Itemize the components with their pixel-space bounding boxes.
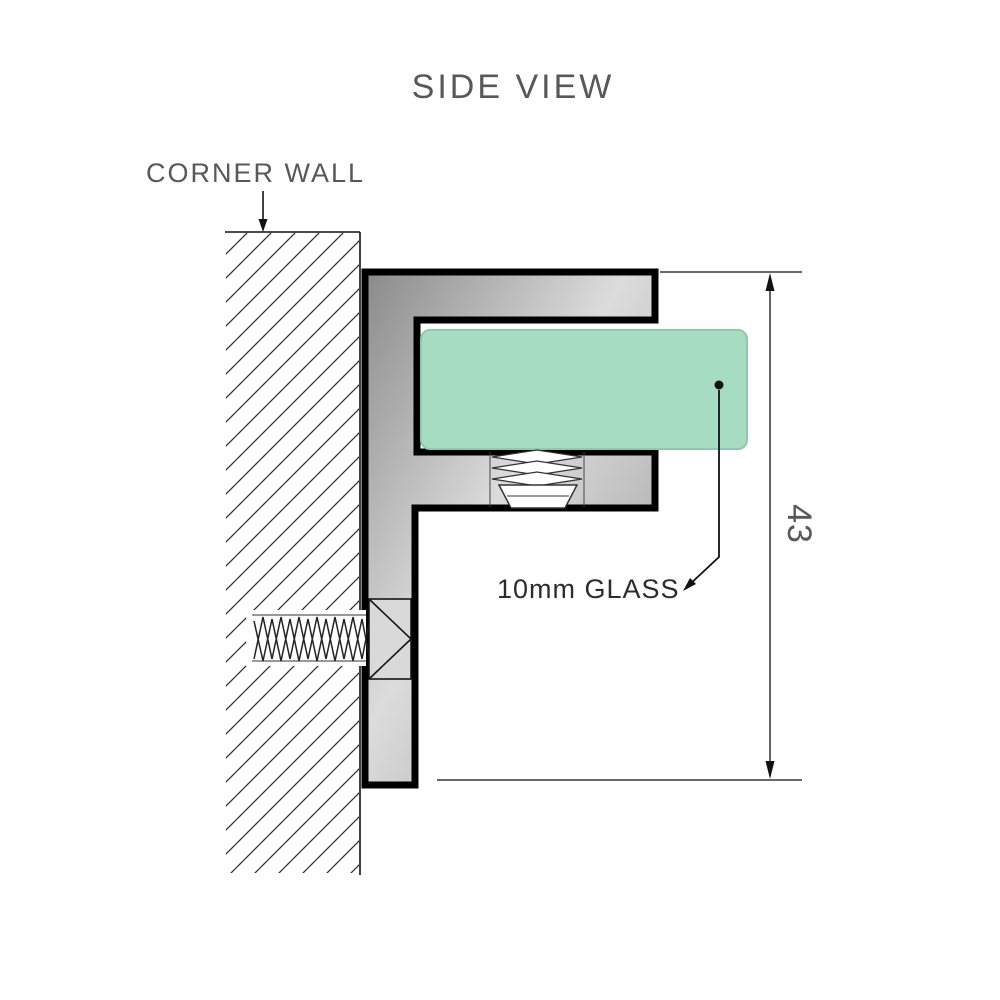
dimension-value: 43 <box>780 504 818 544</box>
bracket-profile <box>361 268 659 789</box>
wall-screw-head <box>368 598 412 680</box>
grub-screw-thread <box>491 449 583 465</box>
corner-wall-label: CORNER WALL <box>146 158 365 188</box>
wall-screw-backing <box>246 610 366 666</box>
glass-leader-dot <box>714 380 724 390</box>
wall-screw-head-chevron <box>368 598 412 640</box>
wall-screw <box>246 598 412 680</box>
grub-screw <box>489 449 585 509</box>
dimension-arrowhead-bottom-icon <box>765 761 775 779</box>
wall-screw-thread-zigzag <box>253 618 370 662</box>
diagram-title: SIDE VIEW <box>412 68 615 106</box>
dimension-arrowhead-top-icon <box>765 273 775 291</box>
grub-screw-thread <box>491 471 583 487</box>
glass-leader-line <box>687 390 720 587</box>
wall-screw-head-chevron <box>368 638 412 680</box>
grub-screw-thread <box>491 460 583 476</box>
glass-label: 10mm GLASS <box>497 574 680 604</box>
wall-hatching <box>226 233 359 873</box>
corner-wall-arrowhead-icon <box>258 219 268 232</box>
glass-panel <box>420 329 748 450</box>
glass-leader-arrowhead-icon <box>683 578 696 591</box>
